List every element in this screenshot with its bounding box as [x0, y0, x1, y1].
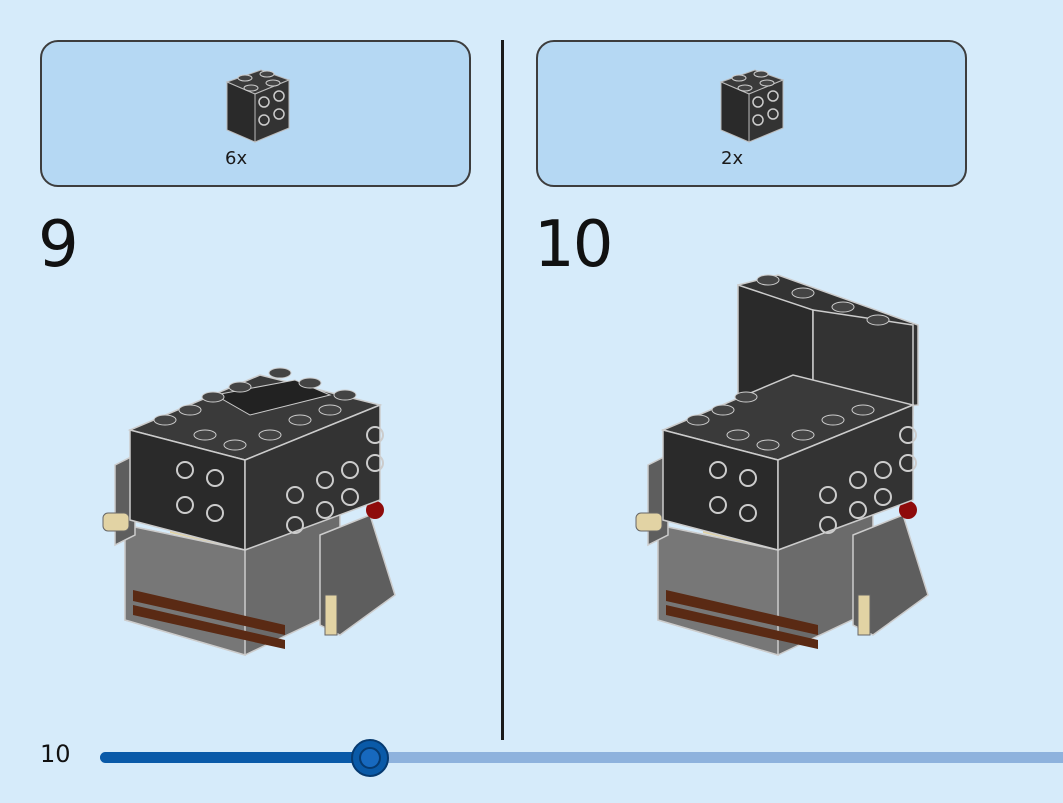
step-divider [501, 40, 504, 740]
progress-fill [100, 752, 370, 763]
step-10-model-illustration [635, 274, 929, 656]
part-quantity: 2x [721, 148, 744, 169]
brick-2x2-black-icon [719, 69, 785, 143]
brick-2x2-black-icon [225, 69, 291, 143]
progress-track [100, 752, 1063, 763]
part-quantity: 6x [225, 148, 248, 169]
progress-knob[interactable] [350, 739, 389, 777]
step-10-parts-box: 2x [536, 40, 967, 187]
page-number: 10 [40, 740, 71, 768]
step-9-model-illustration [102, 367, 396, 656]
step-number: 9 [38, 208, 79, 282]
step-9-parts-box: 6x [40, 40, 471, 187]
step-number: 10 [534, 208, 613, 282]
